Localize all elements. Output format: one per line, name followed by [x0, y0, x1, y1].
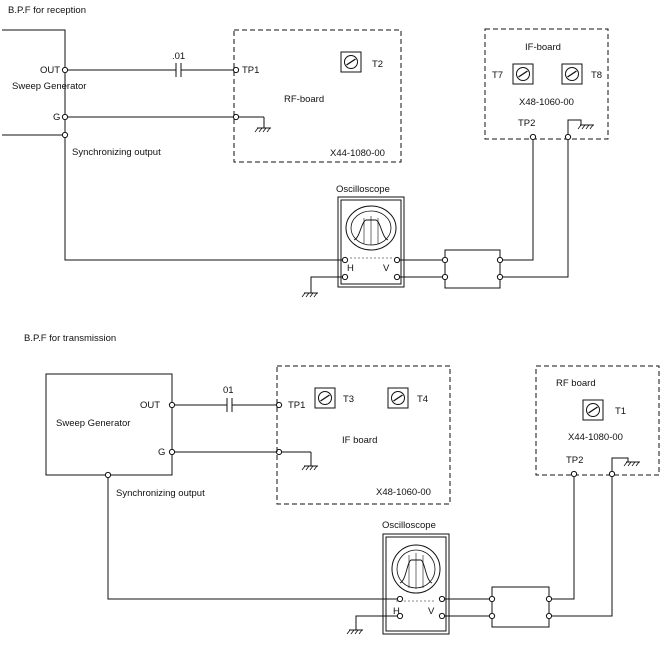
transmission-probe-in-v — [488, 595, 496, 603]
reception-generator-label: Sweep Generator — [12, 81, 86, 92]
transmission-section: B.P.F for transmission Sweep Generator O… — [24, 333, 660, 635]
reception-probe-out-g — [496, 273, 504, 281]
reception-probe-box — [441, 249, 504, 289]
transmission-sync-label: Synchronizing output — [116, 488, 205, 499]
reception-if-ground-wire — [503, 140, 569, 278]
reception-t8-trimmer-icon — [561, 63, 583, 85]
reception-if-part-number: X48-1060-00 — [519, 97, 574, 108]
transmission-sync-terminal — [104, 471, 112, 479]
reception-g-label: G — [53, 112, 60, 123]
transmission-sweep-generator: Sweep Generator OUT G — [45, 373, 176, 479]
transmission-rf-ground-icon — [623, 461, 641, 467]
transmission-out-terminal — [168, 401, 176, 409]
transmission-tp2-terminal — [570, 470, 578, 478]
reception-g-terminal — [61, 113, 69, 121]
transmission-capacitor: 01 — [175, 385, 277, 412]
reception-tp2-terminal — [529, 133, 537, 141]
transmission-scope-vg-terminal — [438, 612, 446, 620]
reception-scope-hg-terminal — [341, 273, 349, 281]
transmission-if-board: TP1 T3 T4 IF board X48-1060-00 — [276, 365, 451, 505]
transmission-if-ground-icon — [301, 465, 319, 471]
reception-sync-wire — [64, 137, 343, 261]
reception-t2-label: T2 — [372, 59, 383, 70]
transmission-scope-v-terminal — [438, 595, 446, 603]
reception-if-ground-icon — [577, 124, 595, 130]
transmission-sync-wire — [107, 478, 397, 600]
reception-scope-ground-icon — [301, 292, 319, 298]
reception-capacitor-label: .01 — [172, 51, 185, 62]
reception-t2-trimmer-icon — [340, 51, 362, 73]
transmission-t4-label: T4 — [417, 394, 428, 405]
reception-tp2-wire — [503, 140, 534, 261]
transmission-probe-in-g — [488, 612, 496, 620]
reception-out-terminal — [61, 66, 69, 74]
reception-scope-vg-terminal — [393, 273, 401, 281]
reception-scope-h-terminal — [341, 256, 349, 264]
transmission-if-part-number: X48-1060-00 — [376, 487, 431, 498]
transmission-tp2-label: TP2 — [566, 455, 583, 466]
reception-rf-part-number: X44-1080-00 — [330, 148, 385, 159]
reception-t7-trimmer-icon — [512, 63, 534, 85]
reception-if-board: IF-board T7 T8 X48-1060-00 TP2 — [484, 28, 609, 141]
transmission-t1-trimmer-icon — [582, 399, 604, 421]
transmission-if-board-label: IF board — [342, 435, 377, 446]
transmission-oscilloscope: Oscilloscope H V — [382, 520, 450, 635]
transmission-probe-out-v — [545, 595, 553, 603]
transmission-out-label: OUT — [140, 400, 160, 411]
transmission-probe-out-g — [545, 612, 553, 620]
transmission-tp1-label: TP1 — [288, 400, 305, 411]
transmission-capacitor-label: 01 — [223, 385, 234, 396]
reception-rf-board-label: RF-board — [284, 94, 324, 105]
transmission-t4-trimmer-icon — [387, 387, 409, 409]
reception-rf-board: TP1 T2 RF-board X44-1080-00 — [233, 29, 402, 163]
transmission-title: B.P.F for transmission — [24, 333, 116, 344]
reception-out-label: OUT — [40, 65, 60, 76]
transmission-g-label: G — [158, 447, 165, 458]
reception-scope-v-terminal — [393, 256, 401, 264]
transmission-t3-label: T3 — [343, 394, 354, 405]
reception-section: B.P.F for reception Sweep Generator OUT … — [2, 5, 609, 298]
transmission-t3-trimmer-icon — [314, 387, 336, 409]
reception-probe-in-v — [441, 256, 449, 264]
transmission-rf-ground-terminal — [608, 470, 616, 478]
transmission-t1-label: T1 — [615, 406, 626, 417]
reception-scope-label: Oscilloscope — [336, 184, 390, 195]
transmission-scope-label: Oscilloscope — [382, 520, 436, 531]
reception-sweep-generator: Sweep Generator OUT G — [2, 29, 86, 139]
reception-rf-ground-icon — [254, 127, 272, 133]
transmission-tp2-wire — [552, 477, 575, 600]
transmission-scope-h-terminal — [396, 595, 404, 603]
reception-sync-terminal — [61, 131, 69, 139]
transmission-scope-hg-terminal — [396, 612, 404, 620]
transmission-scope-v-label: V — [428, 606, 435, 617]
reception-t7-label: T7 — [492, 70, 503, 81]
transmission-probe-box — [488, 586, 553, 628]
reception-scope-v-label: V — [383, 263, 390, 274]
transmission-rf-board-label: RF board — [556, 378, 596, 389]
reception-tp2-label: TP2 — [518, 118, 535, 129]
transmission-g-terminal — [168, 448, 176, 456]
transmission-rf-board: RF board T1 X44-1080-00 TP2 — [535, 365, 660, 478]
transmission-scope-ground-icon — [346, 629, 364, 635]
reception-scope-h-label: H — [347, 263, 354, 274]
reception-t8-label: T8 — [591, 70, 602, 81]
reception-if-board-label: IF-board — [525, 42, 561, 53]
reception-sync-label: Synchronizing output — [72, 147, 161, 158]
reception-capacitor: .01 — [68, 51, 234, 77]
transmission-generator-label: Sweep Generator — [56, 418, 130, 429]
reception-probe-in-g — [441, 273, 449, 281]
transmission-rf-part-number: X44-1080-00 — [568, 432, 623, 443]
transmission-rf-ground-wire — [552, 477, 613, 617]
reception-if-ground-terminal — [564, 133, 572, 141]
transmission-scope-h-label: H — [393, 606, 400, 617]
reception-probe-out-v — [496, 256, 504, 264]
reception-oscilloscope: Oscilloscope H V — [336, 184, 405, 288]
reception-title: B.P.F for reception — [8, 5, 86, 16]
reception-rf-tp1-label: TP1 — [242, 65, 259, 76]
